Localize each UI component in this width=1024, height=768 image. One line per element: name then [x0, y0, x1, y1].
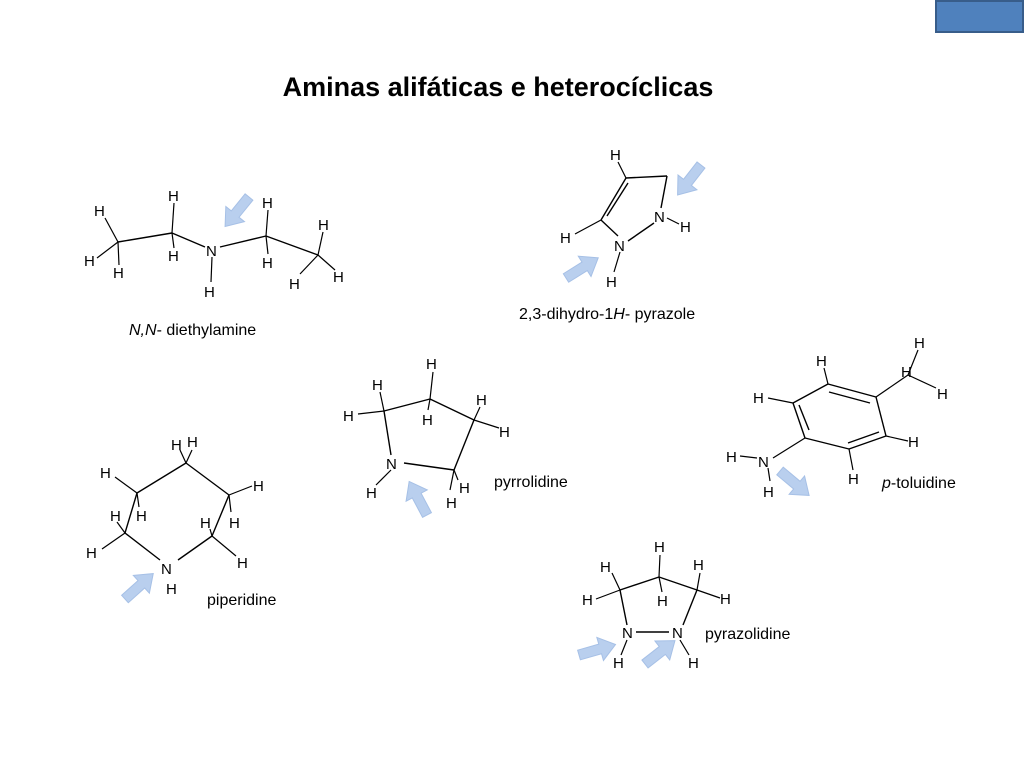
arrow-icon [667, 157, 711, 203]
label-pyrazolidine: pyrazolidine [705, 626, 790, 643]
arrow-icon [215, 188, 259, 235]
atom-h: H [343, 408, 354, 425]
atom-h: H [459, 480, 470, 497]
atom-n: N [622, 625, 633, 642]
atom-h: H [908, 434, 919, 451]
atom-h: H [763, 484, 774, 501]
molecule-diethylamine: H H H H H N H H H H H H N,N- diethylamin… [84, 188, 344, 339]
label-diethylamine: N,N- diethylamine [129, 322, 256, 339]
atom-n: N [161, 561, 172, 578]
atom-h: H [693, 557, 704, 574]
atom-h: H [680, 219, 691, 236]
label-diethylamine-prefix: N,N [129, 322, 157, 339]
atom-h: H [901, 364, 912, 381]
atom-h: H [499, 424, 510, 441]
atom-n: N [614, 238, 625, 255]
atom-n: N [654, 209, 665, 226]
atom-h: H [253, 478, 264, 495]
atom-h: H [726, 449, 737, 466]
label-toluidine-name: -toluidine [891, 475, 956, 492]
atom-h: H [937, 386, 948, 403]
atom-h: H [187, 434, 198, 451]
atom-n: N [206, 243, 217, 260]
atom-h: H [204, 284, 215, 301]
atom-h: H [657, 593, 668, 610]
atom-h: H [100, 465, 111, 482]
atom-h: H [84, 253, 95, 270]
atom-n: N [758, 454, 769, 471]
label-piperidine: piperidine [207, 592, 276, 609]
atom-h: H [753, 390, 764, 407]
atom-h: H [333, 269, 344, 286]
label-dihydropyrazole: 2,3-dihydro-1H- pyrazole [519, 306, 695, 323]
label-dihydropyrazole-b: - pyrazole [625, 306, 695, 323]
atom-h: H [113, 265, 124, 282]
atom-h: H [610, 147, 621, 164]
atom-h: H [200, 515, 211, 532]
atom-h: H [654, 539, 665, 556]
atom-h: H [110, 508, 121, 525]
atom-h: H [262, 255, 273, 272]
atom-h: H [476, 392, 487, 409]
label-pyrrolidine: pyrrolidine [494, 474, 568, 491]
atom-h: H [582, 592, 593, 609]
atom-h: H [422, 412, 433, 429]
atom-h: H [600, 559, 611, 576]
molecule-dihydropyrazole: H N H H N H 2,3-dihydro-1H- pyrazole [519, 147, 711, 323]
atom-h: H [229, 515, 240, 532]
molecule-piperidine: H H H H H H H H H H N H piperidine [86, 434, 276, 609]
atom-h: H [613, 655, 624, 672]
label-dihydropyrazole-a: 2,3-dihydro-1 [519, 306, 613, 323]
atom-h: H [86, 545, 97, 562]
atom-h: H [372, 377, 383, 394]
molecule-toluidine: H H H H H H H H N H p-toluidine [726, 335, 956, 506]
atom-n: N [672, 625, 683, 642]
atom-h: H [560, 230, 571, 247]
arrow-icon [559, 247, 606, 289]
arrow-icon [116, 564, 162, 609]
atom-h: H [166, 581, 177, 598]
arrow-icon [398, 475, 439, 522]
atom-h: H [168, 248, 179, 265]
atom-h: H [136, 508, 147, 525]
slide-title: Aminas alifáticas e heterocíclicas [282, 72, 714, 102]
atom-n: N [386, 456, 397, 473]
label-toluidine: p-toluidine [881, 475, 956, 492]
label-diethylamine-name: - diethylamine [157, 322, 257, 339]
atom-h: H [606, 274, 617, 291]
atom-h: H [816, 353, 827, 370]
atom-h: H [426, 356, 437, 373]
atom-h: H [720, 591, 731, 608]
label-toluidine-prefix: p [881, 475, 891, 492]
atom-h: H [237, 555, 248, 572]
atom-h: H [848, 471, 859, 488]
atom-h: H [318, 217, 329, 234]
atom-h: H [688, 655, 699, 672]
atom-h: H [262, 195, 273, 212]
label-dihydropyrazole-h: H [613, 306, 625, 323]
atom-h: H [289, 276, 300, 293]
molecule-pyrazolidine: H H H H H H N N H H pyrazolidine [575, 539, 790, 674]
atom-h: H [168, 188, 179, 205]
atom-h: H [171, 437, 182, 454]
atom-h: H [914, 335, 925, 352]
atom-h: H [94, 203, 105, 220]
atom-h: H [366, 485, 377, 502]
molecule-pyrrolidine: H H H H H H N H H H pyrrolidine [343, 356, 568, 522]
atom-h: H [446, 495, 457, 512]
arrow-icon [771, 461, 818, 506]
corner-accent-box [935, 0, 1024, 33]
